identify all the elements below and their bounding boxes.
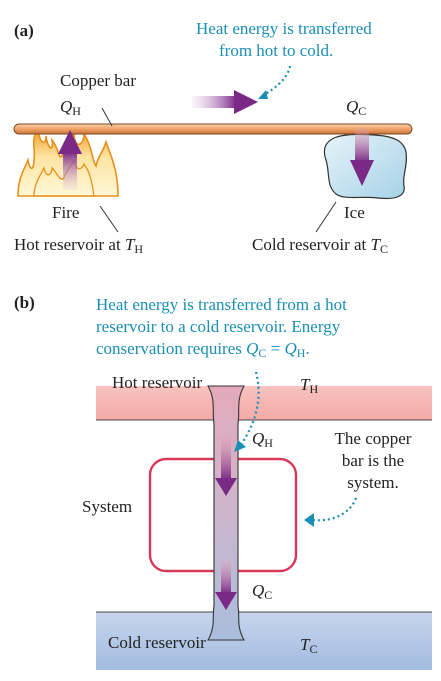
q-hot-label-a: QH: [60, 97, 81, 119]
fire-leader: [99, 205, 119, 233]
panel-b-caption-line1: Heat energy is transferred from a hot: [96, 295, 347, 314]
panel-a-caption-line2: from hot to cold.: [219, 41, 334, 60]
hot-flow-up-arrow: [58, 130, 82, 190]
panel-b-caption-line2: reservoir to a cold reservoir. Energy: [96, 317, 341, 336]
ice-leader: [315, 201, 337, 233]
panel-b-caption-line3: conservation requires QC = QH.: [96, 339, 310, 361]
caption-b-pointer: [239, 371, 260, 447]
copper-note-pointer-head: [304, 513, 314, 527]
heat-flow-arrow-upper: [215, 436, 237, 496]
t-hot-label: TH: [300, 375, 319, 397]
hot-reservoir-label: Hot reservoir: [112, 373, 203, 392]
copper-note-line1: The copper: [334, 429, 412, 448]
ice-label: Ice: [344, 203, 365, 222]
copper-bar-label: Copper bar: [60, 71, 137, 90]
q-hot-label-b: QH: [252, 429, 273, 451]
fire-label: Fire: [52, 203, 80, 222]
cold-flow-down-arrow: [350, 128, 374, 186]
caption-a-pointer-head: [258, 90, 268, 99]
panel-a-caption-line1: Heat energy is transferred: [196, 19, 372, 38]
cold-reservoir-block: [96, 612, 432, 670]
q-cold-label-a: QC: [346, 97, 367, 119]
copper-note-pointer: [311, 497, 358, 522]
panel-b-label: (b): [14, 293, 35, 312]
copper-note-line2: bar is the: [341, 451, 405, 470]
hot-reservoir-caption-a: Hot reservoir at TH: [14, 235, 144, 257]
heat-flow-arrow-lower: [215, 560, 237, 610]
copper-bar-leader: [101, 107, 113, 127]
system-label: System: [82, 497, 133, 516]
t-cold-label: TC: [300, 635, 318, 657]
caption-b-pointer-head: [234, 440, 246, 452]
transfer-right-arrow: [192, 90, 258, 114]
copper-note-line3: system.: [347, 473, 399, 492]
copper-bar: [13, 123, 413, 135]
hot-reservoir-block: [96, 386, 432, 420]
cold-reservoir-label: Cold reservoir: [108, 633, 206, 652]
panel-a-label: (a): [14, 21, 34, 40]
q-cold-label-b: QC: [252, 581, 273, 603]
cold-reservoir-caption-a: Cold reservoir at TC: [252, 235, 388, 257]
